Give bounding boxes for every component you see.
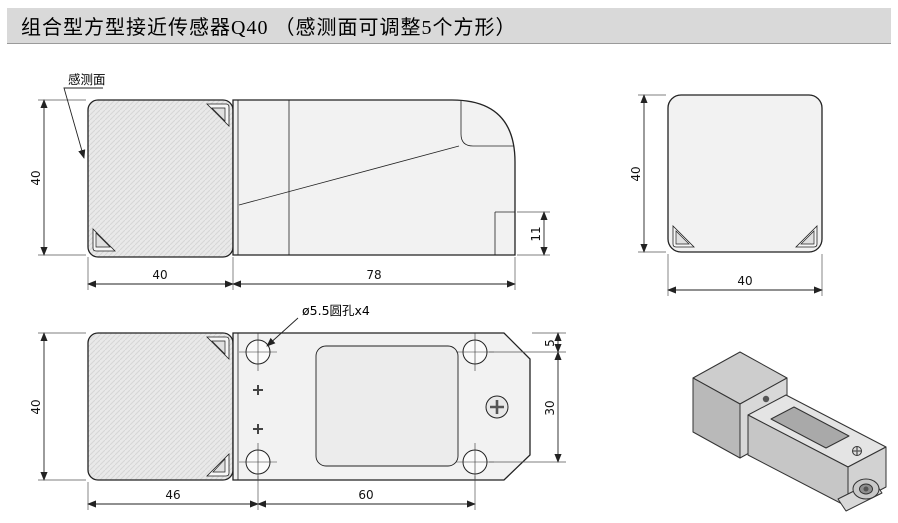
small-screw xyxy=(253,385,263,395)
corner-mark-inner xyxy=(211,340,226,355)
mounting-hole xyxy=(456,333,494,371)
adjusting-screw xyxy=(485,395,509,419)
dim-side-body-width: 78 xyxy=(366,268,381,282)
top-dimension-lines xyxy=(38,317,566,510)
sensor-head-side xyxy=(87,99,234,258)
dim-top-hole-to-hole: 30 xyxy=(543,400,557,415)
dim-top-edge-to-hole: 5 xyxy=(543,339,557,347)
corner-mark-inner xyxy=(212,458,226,473)
page-title: 组合型方型接近传感器Q40 （感测面可调整5个方形） xyxy=(21,17,517,39)
dim-front-height: 40 xyxy=(629,166,643,181)
front-dimension-lines xyxy=(638,94,823,296)
dim-top-hole-span: 60 xyxy=(358,488,373,502)
mounting-hole xyxy=(456,443,494,481)
corner-mark-inner xyxy=(800,230,815,245)
corner-mark-inner xyxy=(95,232,111,248)
top-view: ø5.5圆孔x4 40 46 60 5 30 xyxy=(29,303,566,510)
corner-mark-inner xyxy=(675,230,690,245)
dim-top-head-width: 46 xyxy=(165,488,180,502)
dim-side-head-width: 40 xyxy=(152,268,167,282)
iso-indicator-dot xyxy=(762,395,770,403)
sensing-face-label: 感测面 xyxy=(68,72,106,87)
front-view: 40 40 xyxy=(629,94,823,296)
dim-side-lip: 11 xyxy=(529,226,543,241)
mounting-hole xyxy=(239,333,277,371)
iso-view xyxy=(692,351,887,512)
side-dimension-lines xyxy=(38,87,550,290)
side-view: 感测面 40 40 78 11 xyxy=(29,72,550,290)
small-screw xyxy=(253,424,263,434)
mounting-hole xyxy=(239,443,277,481)
dim-front-width: 40 xyxy=(737,274,752,288)
dim-top-height: 40 xyxy=(29,399,43,414)
dim-side-height: 40 xyxy=(29,170,43,185)
iso-label-window xyxy=(770,406,850,449)
title-bar: 组合型方型接近传感器Q40 （感测面可调整5个方形） xyxy=(7,8,891,44)
hole-note: ø5.5圆孔x4 xyxy=(302,303,370,318)
cover-plate xyxy=(315,345,459,467)
sensor-head-top xyxy=(87,332,234,481)
corner-mark-inner xyxy=(211,107,226,122)
sensor-face-front xyxy=(667,94,823,253)
sensor-body-side xyxy=(232,99,516,256)
